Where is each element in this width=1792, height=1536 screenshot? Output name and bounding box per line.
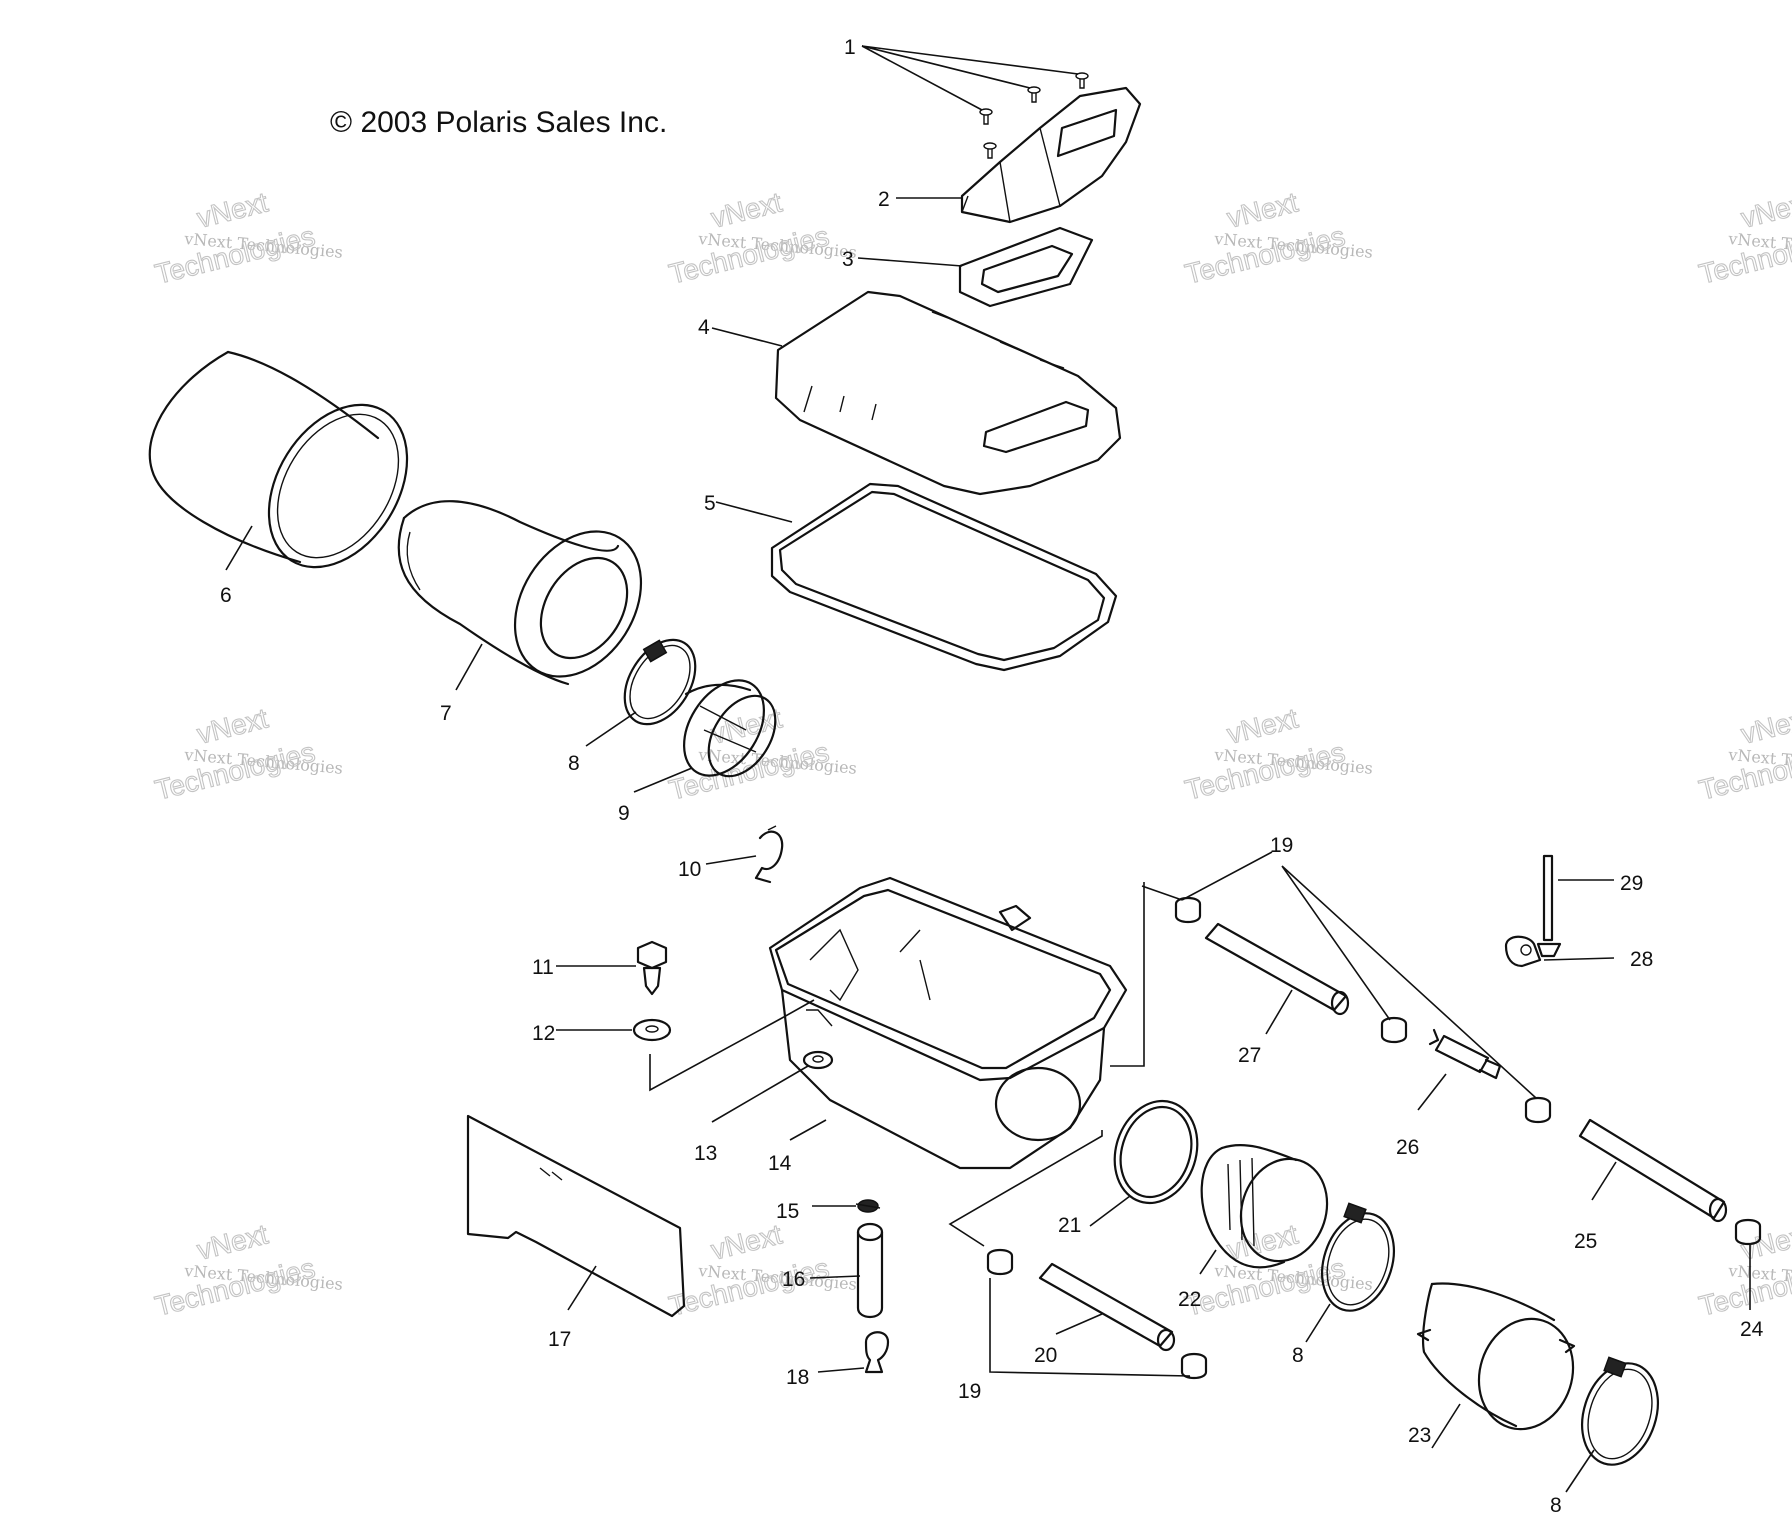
callout-29: 29 — [1620, 872, 1643, 895]
callout-8-upper: 8 — [568, 752, 580, 775]
part-25-hose — [1578, 1118, 1728, 1223]
callout-labels: 1 2 3 4 5 6 7 8 9 10 11 12 13 14 15 16 1… — [220, 36, 1764, 1517]
callout-17: 17 — [548, 1328, 571, 1351]
callout-12: 12 — [532, 1022, 555, 1045]
callout-6: 6 — [220, 584, 232, 607]
callout-27: 27 — [1238, 1044, 1261, 1067]
watermark-vnext: vNext — [194, 1218, 271, 1265]
watermark-technologies: Technologies — [152, 1252, 318, 1322]
callout-1: 1 — [844, 36, 856, 59]
watermark-vnext: vNext — [1224, 702, 1301, 749]
watermark-technologies: Technologies — [152, 736, 318, 806]
part-17-cover-plate — [466, 1114, 686, 1318]
part-2-intake-duct — [960, 86, 1142, 224]
watermark-technologies: Technologies — [152, 220, 318, 290]
part-6-prefilter — [148, 350, 409, 569]
part-8-clamp-middle — [1321, 1202, 1395, 1312]
callout-19-upper: 19 — [1270, 834, 1293, 857]
watermark-vnext: vNext — [194, 186, 271, 233]
watermark-technologies: Technologies — [1182, 736, 1348, 806]
callout-20: 20 — [1034, 1344, 1057, 1367]
callout-4: 4 — [698, 316, 710, 339]
copyright-notice: © 2003 Polaris Sales Inc. — [330, 106, 667, 139]
callout-25: 25 — [1574, 1230, 1597, 1253]
callout-14: 14 — [768, 1152, 792, 1175]
callout-13: 13 — [694, 1142, 717, 1165]
part-28-clip — [1504, 935, 1542, 968]
part-11-rivet — [636, 940, 668, 996]
part-4-airbox-cover — [774, 290, 1122, 496]
callout-2: 2 — [878, 188, 890, 211]
callout-8-lower: 8 — [1550, 1494, 1562, 1517]
watermark-technologies: Technologies — [666, 1252, 832, 1322]
callout-7: 7 — [440, 702, 452, 725]
callout-5: 5 — [704, 492, 716, 515]
watermark-technologies: Technologies — [1182, 220, 1348, 290]
part-5-seal — [770, 482, 1118, 672]
watermark-technologies: Technologies — [666, 736, 832, 806]
callout-9: 9 — [618, 802, 630, 825]
part-22-flex-boot — [1200, 1144, 1329, 1269]
part-27-hose — [1204, 922, 1350, 1016]
watermark-vnext: vNext — [708, 1218, 785, 1265]
part-26-connector — [1428, 1028, 1502, 1080]
callout-11: 11 — [532, 956, 554, 979]
part-21-o-ring — [1113, 1099, 1199, 1205]
watermark-vnext: vNext — [1738, 1218, 1792, 1265]
callout-15: 15 — [776, 1200, 799, 1223]
callout-22: 22 — [1178, 1288, 1201, 1311]
callout-23: 23 — [1408, 1424, 1431, 1447]
callout-26: 26 — [1396, 1136, 1419, 1159]
part-13-grommet — [802, 1050, 834, 1070]
callout-19-lower: 19 — [958, 1380, 981, 1403]
callout-28: 28 — [1630, 948, 1653, 971]
callout-16: 16 — [782, 1268, 805, 1291]
callout-8-middle: 8 — [1292, 1344, 1304, 1367]
part-10-clip — [754, 825, 784, 884]
part-20-hose — [1038, 1262, 1176, 1352]
watermark-vnext: vNext — [1738, 186, 1792, 233]
part-12-washer — [632, 1018, 672, 1042]
part-14-airbox — [768, 876, 1128, 1170]
leader-lines — [225, 45, 1751, 1493]
part-16-drain-tube — [856, 1222, 884, 1319]
callout-21: 21 — [1058, 1214, 1081, 1237]
part-23-boot — [1416, 1282, 1576, 1431]
watermark-technologies: Technologies — [666, 220, 832, 290]
part-8-clamp-lower — [1581, 1356, 1659, 1466]
part-15-small-clamp — [855, 1199, 881, 1213]
watermark-vnext: vNext — [1738, 702, 1792, 749]
part-7-filter-element — [397, 500, 643, 686]
watermark-vnext: vNext — [194, 702, 271, 749]
callout-10: 10 — [678, 858, 701, 881]
part-9-adapter — [683, 679, 777, 778]
part-29-pin — [1536, 854, 1562, 958]
part-1-screws — [979, 72, 1089, 159]
callout-18: 18 — [786, 1366, 809, 1389]
part-8-clamp-upper — [623, 638, 697, 726]
part-3-gasket-plate — [958, 226, 1094, 308]
watermark-vnext: vNext — [708, 186, 785, 233]
callout-24: 24 — [1740, 1318, 1764, 1341]
watermark-vnext: vNext — [1224, 186, 1301, 233]
part-18-plug — [864, 1331, 890, 1374]
callout-3: 3 — [842, 248, 854, 271]
